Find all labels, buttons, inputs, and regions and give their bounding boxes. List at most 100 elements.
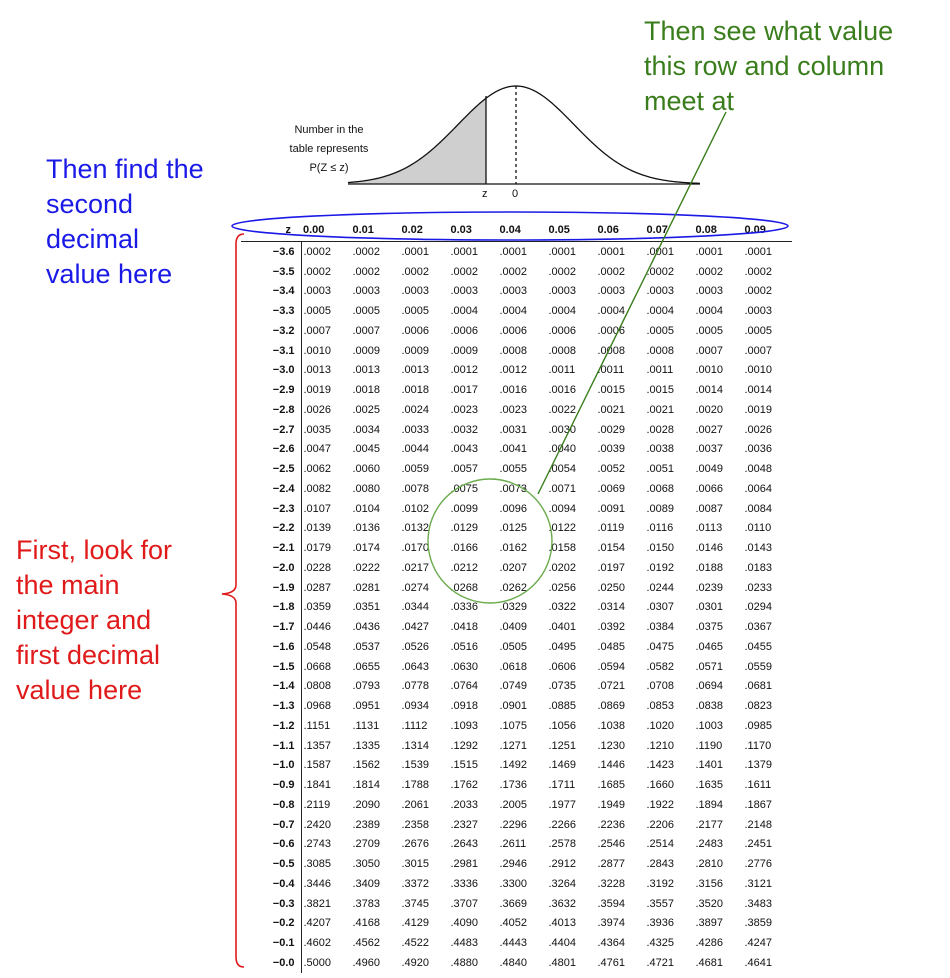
column-header: 0.03 [448, 219, 498, 242]
table-cell: .2877 [597, 858, 626, 871]
table-cell: .0006 [450, 324, 479, 337]
table-cell: .0057 [450, 463, 479, 476]
table-cell: .3936 [646, 917, 675, 930]
table-cell: .2177 [695, 818, 724, 831]
table-row: −0.3.3821.3783.3745.3707.3669.3632.3594.… [241, 893, 792, 914]
column-header: 0.08 [693, 219, 743, 242]
table-cell: .0027 [695, 423, 724, 436]
table-cell: .0268 [450, 581, 479, 594]
table-cell: .0006 [548, 324, 577, 337]
table-cell: .2546 [597, 838, 626, 851]
table-cell: .3192 [646, 877, 675, 890]
table-row: −3.1.0010.0009.0009.0009.0008.0008.0008.… [241, 340, 792, 361]
row-z-label: −0.0 [241, 953, 302, 973]
table-cell: .0008 [597, 344, 626, 357]
table-cell: .0016 [499, 384, 528, 397]
table-cell: .3669 [499, 897, 528, 910]
table-cell: .4602 [303, 937, 332, 950]
table-cell: .2358 [401, 818, 430, 831]
table-cell: .4325 [646, 937, 675, 950]
table-cell: .0003 [597, 285, 626, 298]
table-row: −1.0.1587.1562.1539.1515.1492.1469.1446.… [241, 755, 792, 776]
table-cell: .0985 [744, 719, 773, 732]
table-cell: .3707 [450, 897, 479, 910]
table-cell: .1562 [352, 759, 381, 772]
column-header: 0.05 [546, 219, 596, 242]
table-cell: .0681 [744, 680, 773, 693]
table-cell: .0004 [450, 305, 479, 318]
table-cell: .0020 [695, 403, 724, 416]
red-instruction: First, look for the main integer and fir… [16, 533, 172, 708]
table-cell: .0002 [352, 265, 381, 278]
table-cell: .1271 [499, 739, 528, 752]
table-cell: .3121 [744, 877, 773, 890]
table-cell: .0158 [548, 542, 577, 555]
table-cell: .0023 [499, 403, 528, 416]
row-z-label: −3.2 [241, 321, 302, 341]
table-cell: .1894 [695, 798, 724, 811]
row-z-label: −1.8 [241, 597, 302, 618]
table-cell: .0344 [401, 601, 430, 614]
table-cell: .0136 [352, 522, 381, 535]
table-cell: .0351 [352, 601, 381, 614]
table-cell: .0087 [695, 502, 724, 515]
table-cell: .0250 [597, 581, 626, 594]
table-cell: .0154 [597, 542, 626, 555]
table-cell: .0001 [548, 245, 577, 258]
table-cell: .2483 [695, 838, 724, 851]
table-cell: .0008 [646, 344, 675, 357]
curve-caption-line: table represents [289, 143, 369, 155]
row-z-label: −0.6 [241, 834, 302, 855]
table-cell: .1251 [548, 739, 577, 752]
table-cell: .0146 [695, 542, 724, 555]
table-cell: .2090 [352, 798, 381, 811]
table-cell: .0021 [597, 403, 626, 416]
shaded-left-tail-area [348, 98, 486, 184]
table-cell: .2033 [450, 798, 479, 811]
table-cell: .0017 [450, 384, 479, 397]
table-row: −3.5.0002.0002.0002.0002.0002.0002.0002.… [241, 261, 792, 282]
table-cell: .1170 [744, 739, 772, 752]
table-cell: .1020 [646, 719, 675, 732]
table-cell: .0007 [744, 344, 773, 357]
table-cell: .0025 [352, 403, 381, 416]
table-cell: .2611 [499, 838, 527, 851]
green-instruction-line: this row and column [644, 51, 885, 81]
table-cell: .1335 [352, 739, 381, 752]
table-cell: .1190 [695, 739, 723, 752]
table-cell: .0202 [548, 561, 577, 574]
table-row: −1.2.1151.1131.1112.1093.1075.1056.1038.… [241, 716, 792, 736]
table-row: −1.4.0808.0793.0778.0764.0749.0735.0721.… [241, 676, 792, 697]
row-z-label: −2.4 [241, 479, 302, 499]
table-row: −1.5.0668.0655.0643.0630.0618.0606.0594.… [241, 656, 792, 677]
column-header: 0.07 [644, 219, 694, 242]
table-cell: .0015 [646, 384, 675, 397]
table-cell: .2420 [303, 818, 332, 831]
row-z-label: −1.7 [241, 617, 302, 637]
table-cell: .0708 [646, 680, 675, 693]
table-cell: .0336 [450, 601, 479, 614]
table-cell: .0018 [352, 384, 381, 397]
table-cell: .0044 [401, 443, 430, 456]
table-cell: .2643 [450, 838, 479, 851]
table-cell: .0197 [597, 561, 626, 574]
table-cell: .1314 [401, 739, 430, 752]
table-cell: .0055 [499, 463, 528, 476]
table-cell: .0668 [303, 660, 332, 673]
column-header: 0.09 [742, 219, 792, 242]
table-cell: .0808 [303, 680, 332, 693]
table-row: −1.7.0446.0436.0427.0418.0409.0401.0392.… [241, 617, 792, 637]
table-cell: .1292 [450, 739, 479, 752]
table-cell: .4840 [499, 956, 528, 969]
table-cell: .0401 [548, 621, 577, 634]
table-cell: .4483 [450, 937, 479, 950]
table-cell: .0113 [695, 522, 723, 535]
table-cell: .4801 [548, 956, 577, 969]
table-cell: .0262 [499, 581, 528, 594]
table-cell: .0099 [450, 502, 479, 515]
table-cell: .0003 [401, 285, 430, 298]
table-cell: .3859 [744, 917, 773, 930]
table-cell: .0001 [597, 245, 626, 258]
green-instruction: Then see what value this row and column … [644, 14, 893, 119]
green-instruction-line: Then see what value [644, 16, 894, 46]
